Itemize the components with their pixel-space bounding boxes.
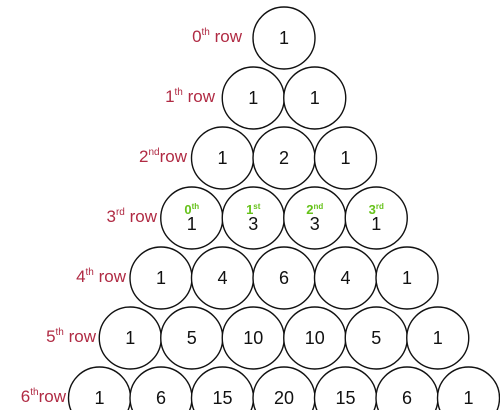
triangle-row-2: 1 2 1 2ndrow	[139, 126, 378, 190]
cell-r4-c2: 6	[252, 246, 316, 310]
cell-value: 1	[310, 88, 320, 108]
cell-value: 20	[274, 388, 294, 408]
cell-value: 6	[156, 388, 166, 408]
row-label-6: 6throw	[21, 387, 67, 406]
cell-value: 1	[187, 214, 197, 234]
triangle-row-6: 1 6 15 20 15 6 1 6throw	[21, 366, 500, 410]
cell-value: 4	[340, 268, 350, 288]
cell-circle	[252, 6, 316, 70]
cell-r2-c2: 1	[313, 126, 378, 190]
row-label-4: 4th row	[76, 267, 127, 286]
cell-value: 1	[402, 268, 412, 288]
cell-value: 10	[305, 328, 325, 348]
cell-value: 1	[248, 88, 258, 108]
row-label-0: 0th row	[192, 27, 243, 46]
cell-value: 3	[310, 214, 320, 234]
cell-value: 15	[212, 388, 232, 408]
triangle-row-1: 1 1 1th row	[165, 66, 347, 130]
cell-r5-c3: 10	[283, 306, 347, 370]
cell-value: 1	[156, 268, 166, 288]
cell-value: 6	[402, 388, 412, 408]
cell-circle	[375, 246, 439, 310]
cell-value: 1	[125, 328, 135, 348]
cell-r6-c5: 6	[375, 366, 439, 410]
cell-circle	[313, 126, 378, 190]
row-label-5: 5th row	[46, 327, 97, 346]
cell-circle	[344, 186, 408, 250]
cell-r6-c0: 1	[67, 366, 132, 410]
cell-value: 15	[335, 388, 355, 408]
row-label-1: 1th row	[165, 87, 216, 106]
index-label: 0th	[184, 202, 199, 217]
cell-r1-c0: 1	[221, 66, 285, 130]
cell-value: 1	[217, 148, 227, 168]
triangle-row-0: 1 0th row	[192, 6, 316, 70]
index-label: 2nd	[306, 202, 323, 217]
row-label-3: 3rd row	[107, 207, 158, 226]
cell-r5-c5: 1	[406, 306, 470, 370]
cell-value: 1	[279, 28, 289, 48]
cell-circle	[406, 306, 470, 370]
cell-r0-c0: 1	[252, 6, 316, 70]
cell-r5-c2: 10	[221, 306, 285, 370]
cell-value: 3	[248, 214, 258, 234]
index-label: 3rd	[369, 202, 384, 217]
cell-r6-c2: 15	[190, 366, 255, 410]
cell-r2-c1: 2	[252, 126, 316, 190]
cell-r2-c0: 1	[190, 126, 255, 190]
cell-value: 10	[243, 328, 263, 348]
cell-value: 5	[187, 328, 197, 348]
triangle-row-4: 1 4 6 4 1 4th row	[76, 246, 439, 310]
cell-value: 2	[279, 148, 289, 168]
triangle-row-5: 1 5 10 10 5 1 5th row	[46, 306, 470, 370]
cell-r4-c0: 1	[129, 246, 193, 310]
cell-r6-c3: 20	[252, 366, 316, 410]
row-label-2: 2ndrow	[139, 147, 188, 166]
cell-r6-c4: 15	[313, 366, 378, 410]
cell-value: 4	[217, 268, 227, 288]
index-label: 1st	[246, 202, 261, 217]
cell-value: 1	[371, 214, 381, 234]
cell-value: 1	[433, 328, 443, 348]
cell-r1-c1: 1	[283, 66, 347, 130]
cell-r4-c4: 1	[375, 246, 439, 310]
cell-r5-c4: 5	[344, 306, 408, 370]
cell-value: 5	[371, 328, 381, 348]
cell-r4-c1: 4	[190, 246, 255, 310]
cell-circle	[283, 66, 347, 130]
cell-r5-c0: 1	[98, 306, 162, 370]
cell-value: 1	[340, 148, 350, 168]
cell-value: 1	[463, 388, 473, 408]
cell-r6-c6: 1	[436, 366, 500, 410]
cell-r6-c1: 6	[129, 366, 193, 410]
cell-value: 1	[94, 388, 104, 408]
cell-r4-c3: 4	[313, 246, 378, 310]
cell-value: 6	[279, 268, 289, 288]
cell-r5-c1: 5	[160, 306, 224, 370]
